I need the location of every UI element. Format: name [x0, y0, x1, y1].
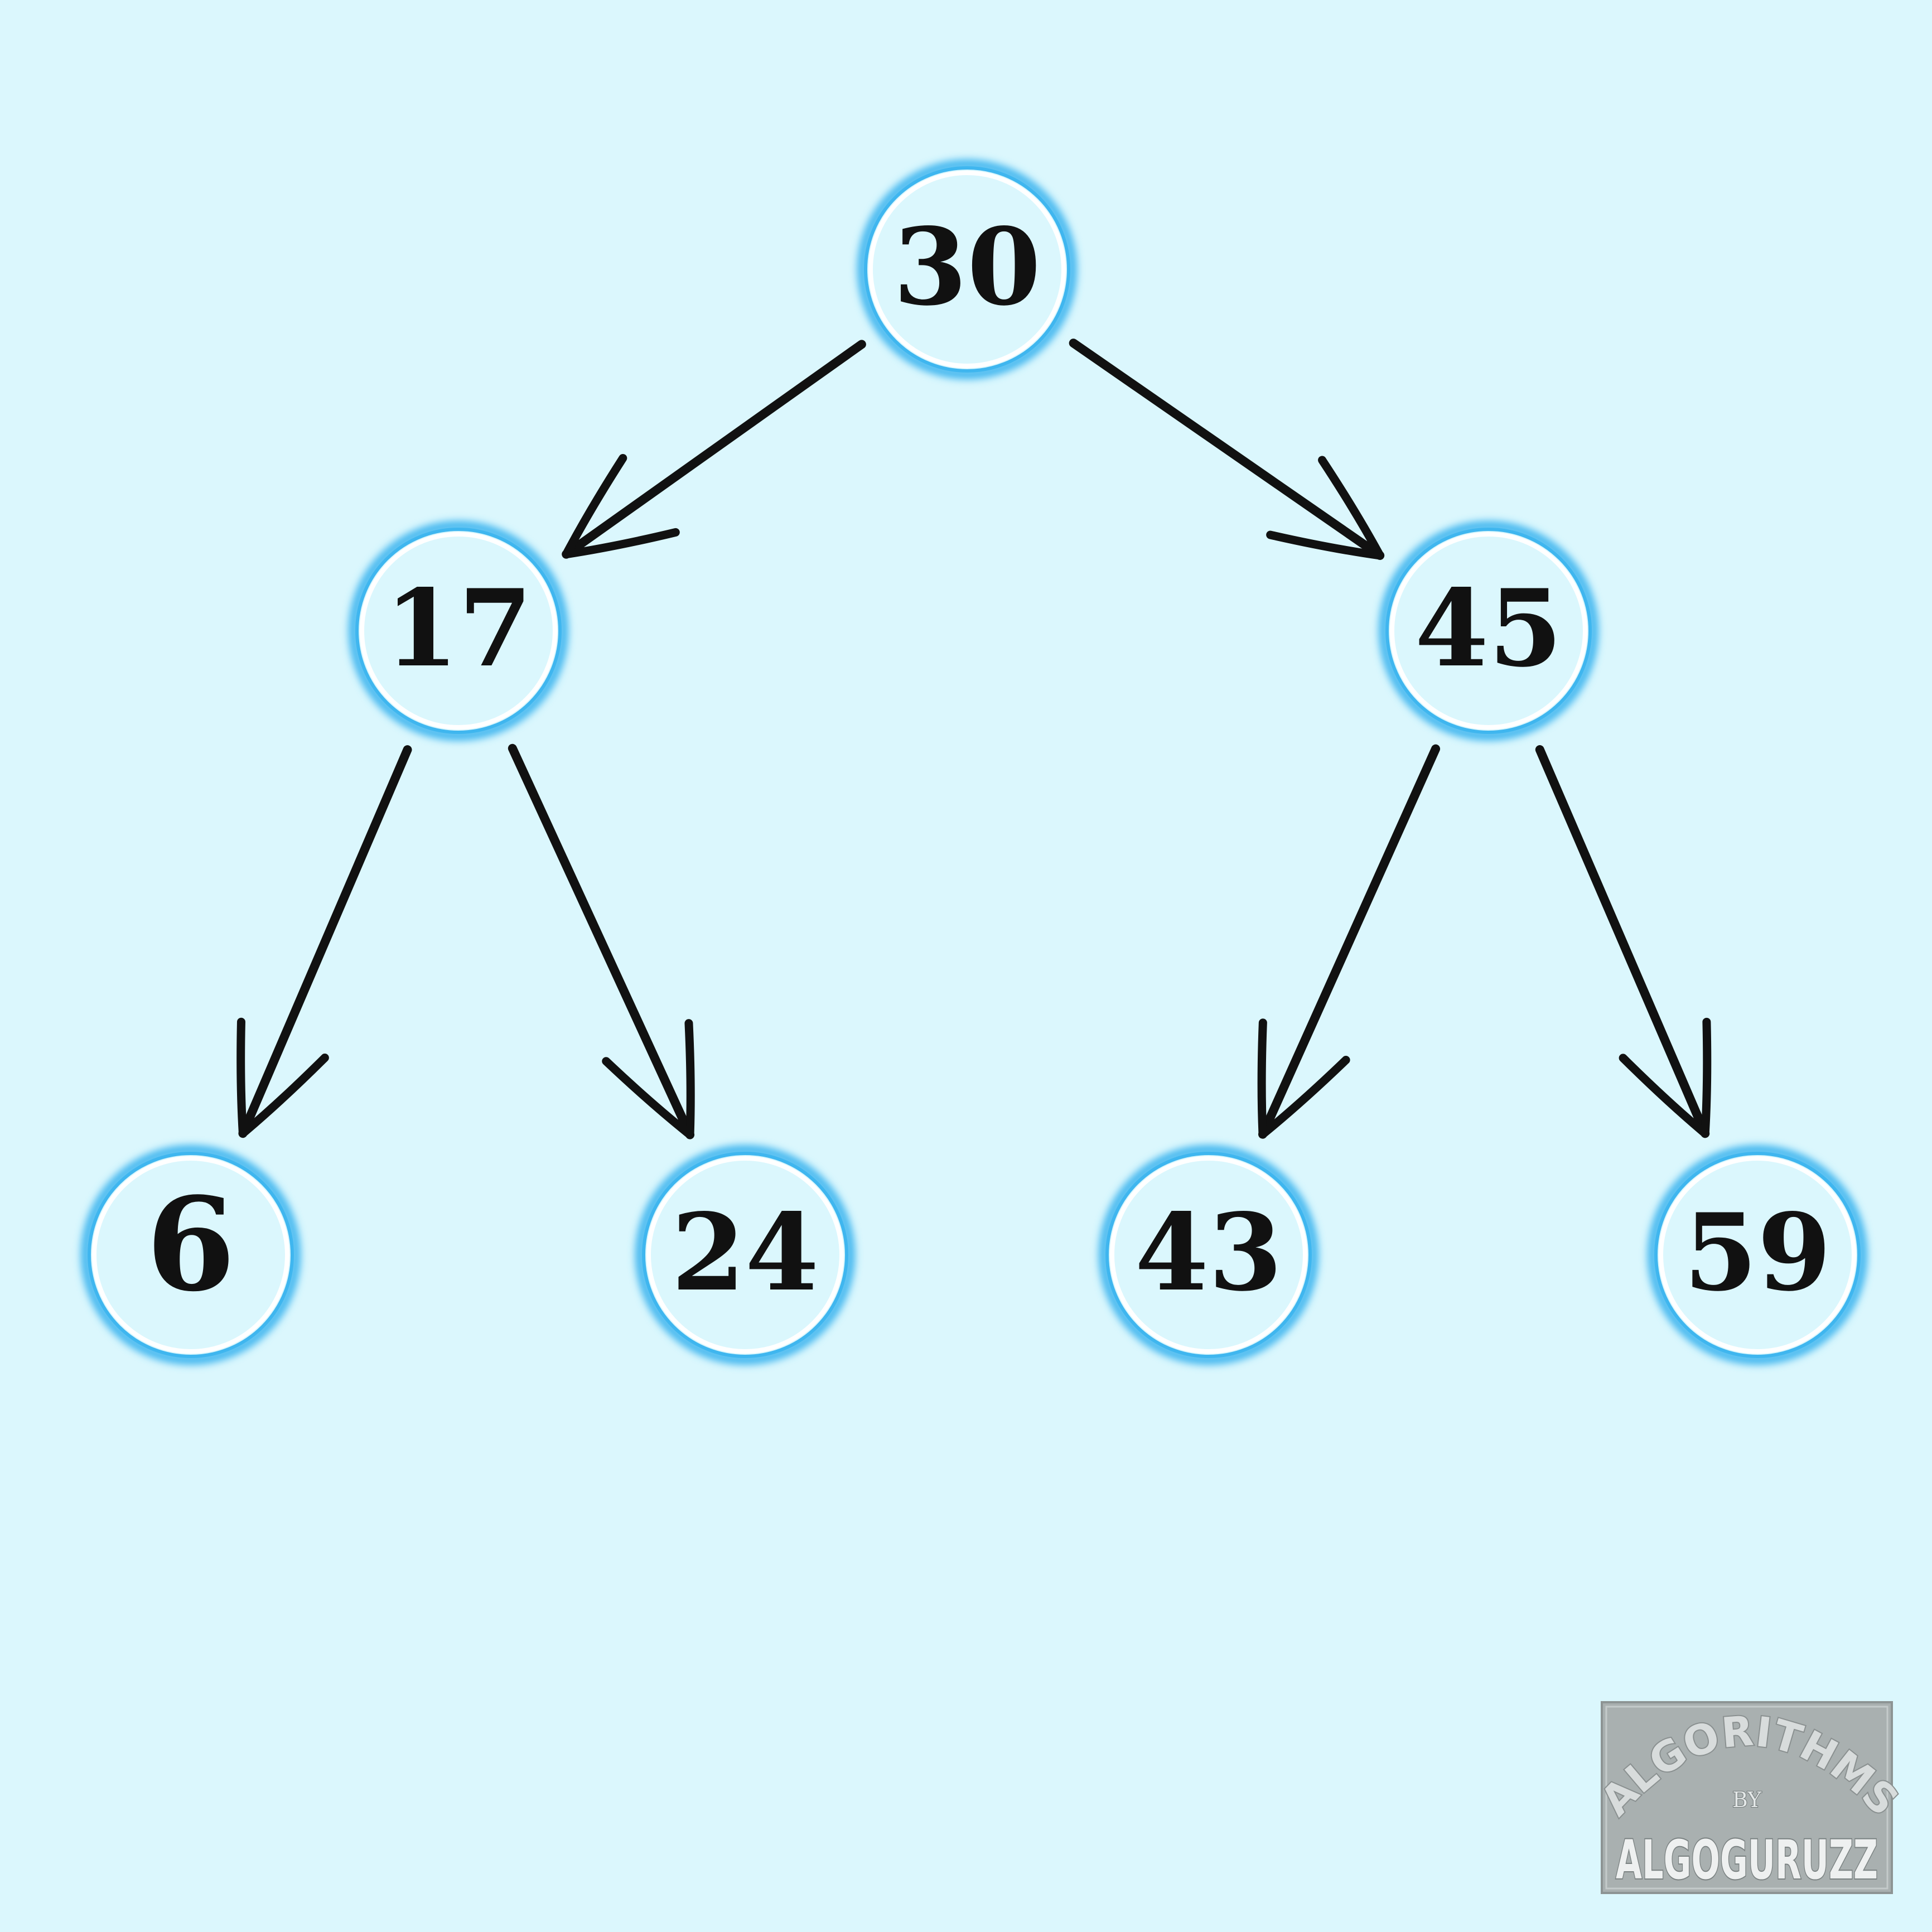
logo-line-2: BY	[1732, 1788, 1762, 1812]
arrowhead	[236, 1017, 329, 1138]
logo-inner-border	[1605, 1706, 1888, 1890]
edge-n17-n6	[236, 745, 412, 1138]
node-label: 30	[893, 205, 1041, 329]
tree-node-45: 45	[1379, 521, 1598, 741]
edge-line	[1535, 745, 1710, 1138]
node-circle	[642, 1152, 848, 1358]
node-glow	[1099, 1145, 1318, 1365]
edge-line	[562, 340, 866, 559]
arrowhead	[1257, 1018, 1350, 1139]
node-ring	[1110, 1156, 1307, 1354]
node-ring	[646, 1156, 844, 1354]
node-ring	[92, 1156, 289, 1354]
arrowhead	[562, 453, 680, 559]
node-label: 6	[146, 1170, 235, 1320]
node-label: 43	[1135, 1190, 1282, 1315]
edge-line	[1258, 744, 1441, 1139]
edge-n17-n24	[508, 743, 695, 1139]
logo-line-3: ALGOGURUZZ	[1616, 1829, 1878, 1891]
node-glow	[349, 521, 568, 741]
logo-background	[1601, 1701, 1893, 1894]
node-ring	[868, 171, 1066, 368]
edge-line	[238, 745, 412, 1138]
node-label: 59	[1684, 1190, 1831, 1315]
node-circle	[1105, 1152, 1312, 1358]
tree-node-17: 17	[349, 521, 568, 741]
node-circle	[355, 528, 562, 734]
edge-line	[1069, 339, 1385, 560]
node-ring	[360, 532, 557, 730]
edge-line	[508, 743, 695, 1139]
tree-node-6: 6	[81, 1145, 301, 1365]
node-glow	[81, 1145, 301, 1365]
node-ring	[1390, 532, 1587, 730]
node-label: 24	[672, 1190, 819, 1315]
edge-n45-n59	[1535, 745, 1712, 1138]
arrowhead	[1266, 456, 1384, 560]
edge-n30-n45	[1069, 339, 1385, 560]
node-glow	[857, 160, 1077, 379]
edge-n30-n17	[562, 340, 866, 559]
arrowhead	[1619, 1017, 1712, 1138]
node-glow	[1379, 521, 1598, 741]
node-circle	[1654, 1152, 1861, 1358]
edge-n45-n43	[1257, 744, 1441, 1139]
node-ring	[1659, 1156, 1856, 1354]
node-circle	[864, 166, 1070, 373]
tree-node-24: 24	[635, 1145, 855, 1365]
node-glow	[1648, 1145, 1867, 1365]
node-label: 17	[385, 566, 532, 690]
node-glow	[635, 1145, 855, 1365]
node-circle	[88, 1152, 294, 1358]
arrowhead	[602, 1019, 695, 1139]
algoguruzz-logo: ALGORITHMS BY ALGOGURUZZ	[1591, 1701, 1909, 1894]
tree-node-30: 30	[857, 160, 1077, 379]
nodes: 30 17 45 6 24 43 59	[81, 160, 1867, 1365]
node-circle	[1385, 528, 1592, 734]
node-label: 45	[1415, 566, 1562, 690]
tree-node-59: 59	[1648, 1145, 1867, 1365]
tree-node-43: 43	[1099, 1145, 1318, 1365]
edges	[236, 339, 1712, 1139]
